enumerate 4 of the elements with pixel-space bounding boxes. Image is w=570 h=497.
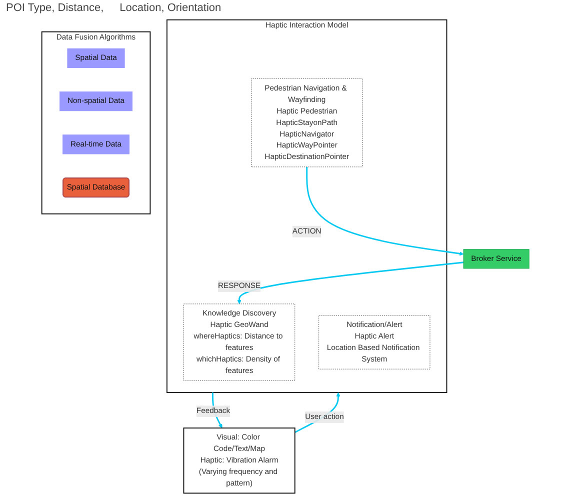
- arrow: [306, 166, 464, 256]
- arrow-note: Location, Orientation: [120, 2, 222, 14]
- arrow-note: POI Type, Distance,: [6, 2, 104, 14]
- arrow: [236, 262, 464, 304]
